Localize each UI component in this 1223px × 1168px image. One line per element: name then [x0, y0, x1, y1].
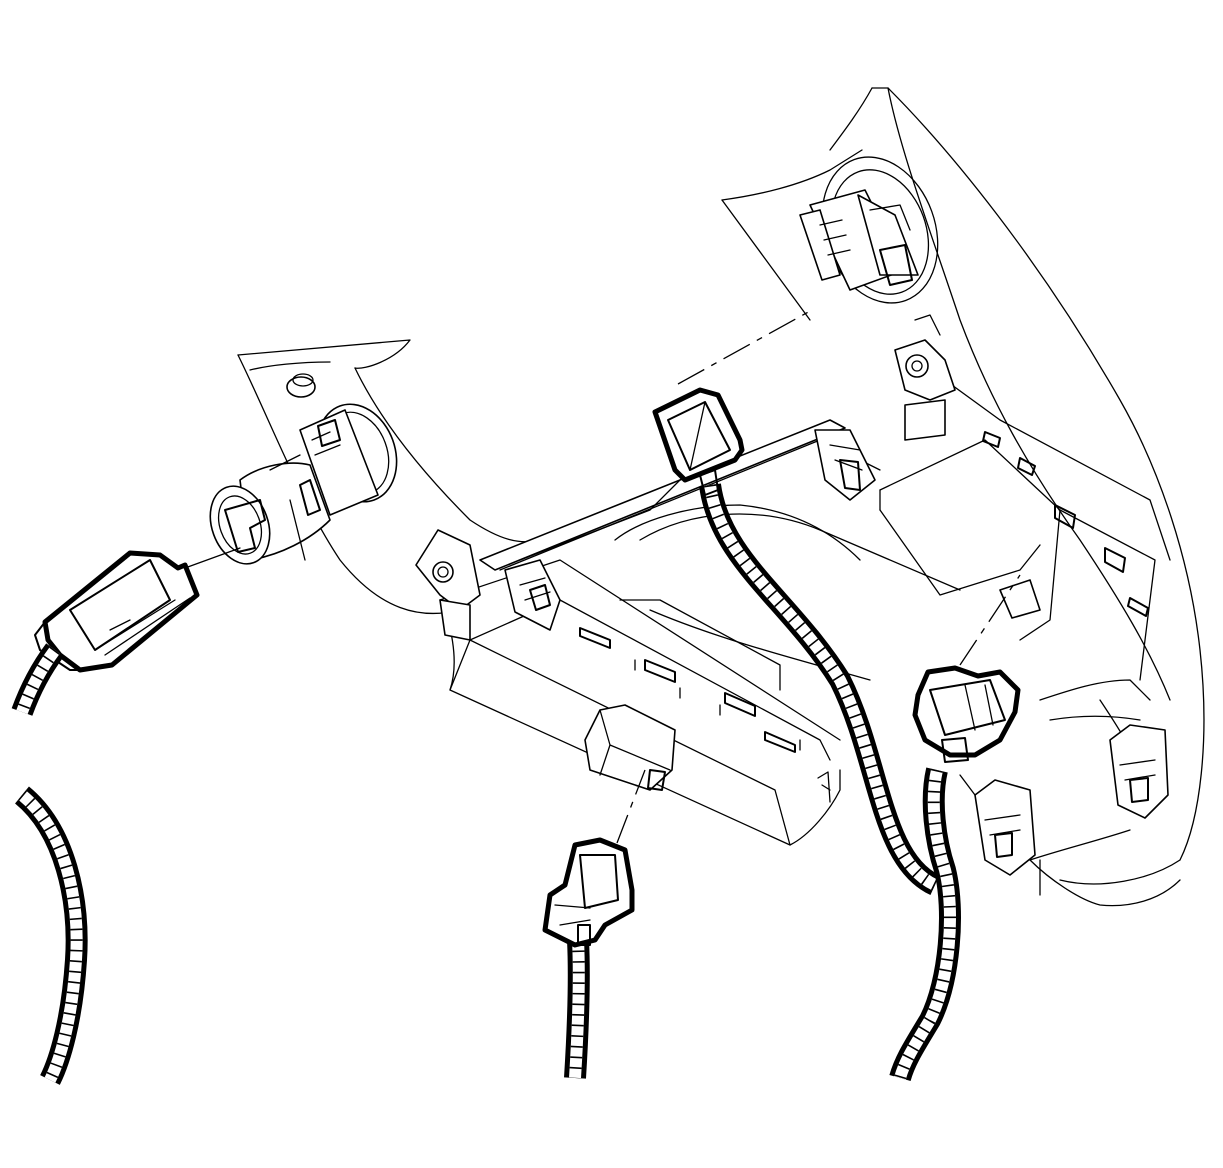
- left-mounting-ear: [415, 529, 481, 641]
- lighter-leader-line: [184, 547, 241, 569]
- lower-right-switch-connector-2: [1109, 724, 1169, 819]
- cigar-lighter-socket: [209, 403, 398, 565]
- trim-panel-left: [237, 339, 541, 615]
- center-harness-connector: [542, 837, 635, 948]
- right-connector-alignment-line: [959, 574, 1021, 666]
- bezel-peg: [286, 373, 316, 398]
- module-clip-left: [504, 559, 561, 631]
- right-mounting-ear: [894, 314, 956, 441]
- right-harness-connector: [912, 665, 1021, 763]
- upper-connector-alignment-line: [677, 309, 813, 385]
- center-connector-alignment-line: [616, 769, 646, 844]
- upper-harness-connector: [652, 387, 745, 496]
- main-harness-conduit-right: [889, 767, 961, 1082]
- module-clip-right: [999, 579, 1041, 619]
- left-wiring-conduit: [14, 786, 88, 1085]
- lower-right-switch-connector-1: [959, 774, 1036, 876]
- lighter-harness-connector: [34, 550, 200, 673]
- module-flag-mark: [817, 771, 831, 803]
- module-clip-center: [814, 429, 876, 501]
- main-harness-conduit-left: [699, 483, 941, 896]
- module-center-socket: [584, 704, 676, 791]
- center-harness-conduit: [564, 939, 590, 1079]
- lighter-harness-cable: [11, 643, 64, 716]
- upper-bezel-socket: [799, 156, 939, 304]
- switch-bank-module: [439, 379, 1171, 861]
